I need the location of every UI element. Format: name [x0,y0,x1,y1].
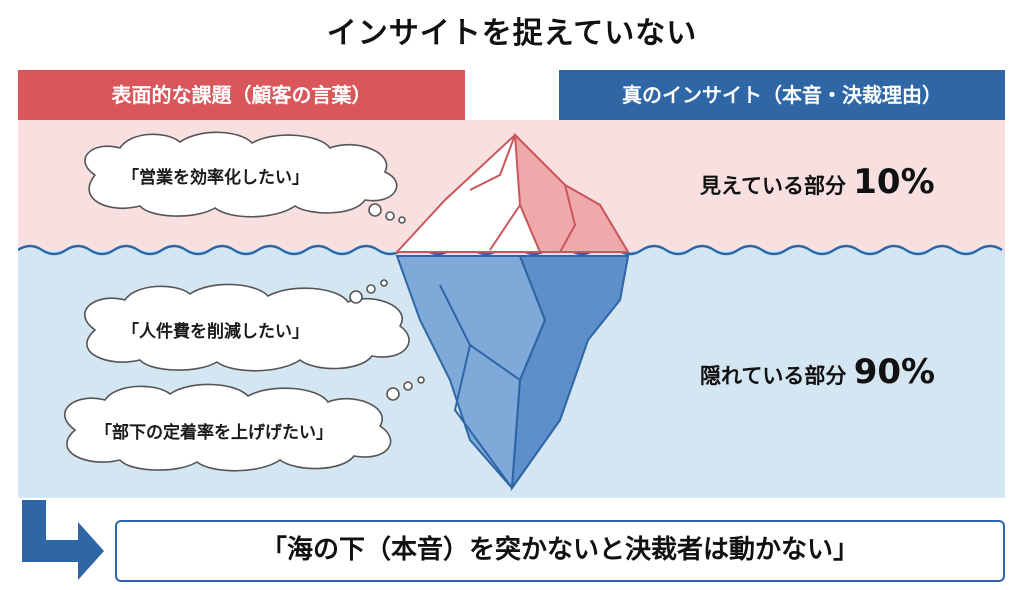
bubble-text-3: 「部下の定着率を上げげたい」 [95,423,333,443]
surface-issues-tab: 表面的な課題（顧客の言葉） [18,70,465,120]
bubble-text-1: 「営業を効率化したい」 [122,168,309,188]
thought-bubble-2 [83,279,410,372]
thought-bubble-3 [63,376,425,472]
visible-part-text: 見えている部分 [700,174,846,198]
thought-bubble-1 [84,131,406,224]
visible-part-percent: 10% [853,162,935,202]
bubble-text-2: 「人件費を削減したい」 [122,322,309,342]
hidden-part-text: 隠れている部分 [700,364,847,388]
key-message-box: 「海の下（本音）を突かないと決裁者は動かない」 [115,520,1005,582]
iceberg-tip [394,132,630,253]
visible-part-label: 見えている部分 10% [700,162,935,202]
hidden-part-label: 隠れている部分 90% [700,352,935,392]
bend-arrow-icon [22,500,104,580]
true-insight-tab: 真のインサイト（本音・決裁理由） [559,70,1005,120]
hidden-part-percent: 90% [853,352,936,392]
iceberg-submerged [395,255,630,492]
page-title: インサイトを捉えていない [326,16,698,51]
